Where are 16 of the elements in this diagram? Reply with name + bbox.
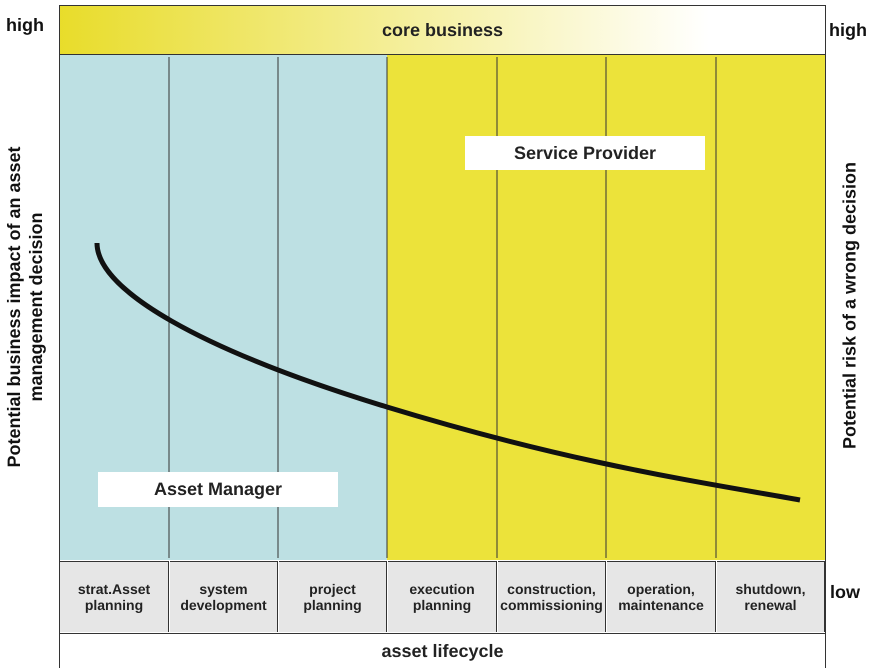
lifecycle-cell: execution planning [388, 561, 497, 632]
lifecycle-cell: system development [170, 561, 278, 632]
lifecycle-cell: operation, maintenance [607, 561, 716, 632]
top-band: core business [60, 6, 825, 55]
axis-title: Potential business impact of an asset management decision [3, 145, 47, 470]
level-label: high [6, 15, 44, 36]
level-label: low [830, 582, 860, 603]
lifecycle-cell: construction, commissioning [498, 561, 606, 632]
label-box: Service Provider [465, 136, 705, 170]
lifecycle-cell: shutdown, renewal [717, 561, 825, 632]
lifecycle-cell: project planning [279, 561, 387, 632]
level-label: high [829, 20, 867, 41]
label-box: Asset Manager [98, 472, 338, 507]
bottom-band: asset lifecycle [60, 633, 825, 668]
lifecycle-cell: strat.Asset planning [60, 561, 169, 632]
axis-title: Potential risk of a wrong decision [840, 160, 860, 452]
